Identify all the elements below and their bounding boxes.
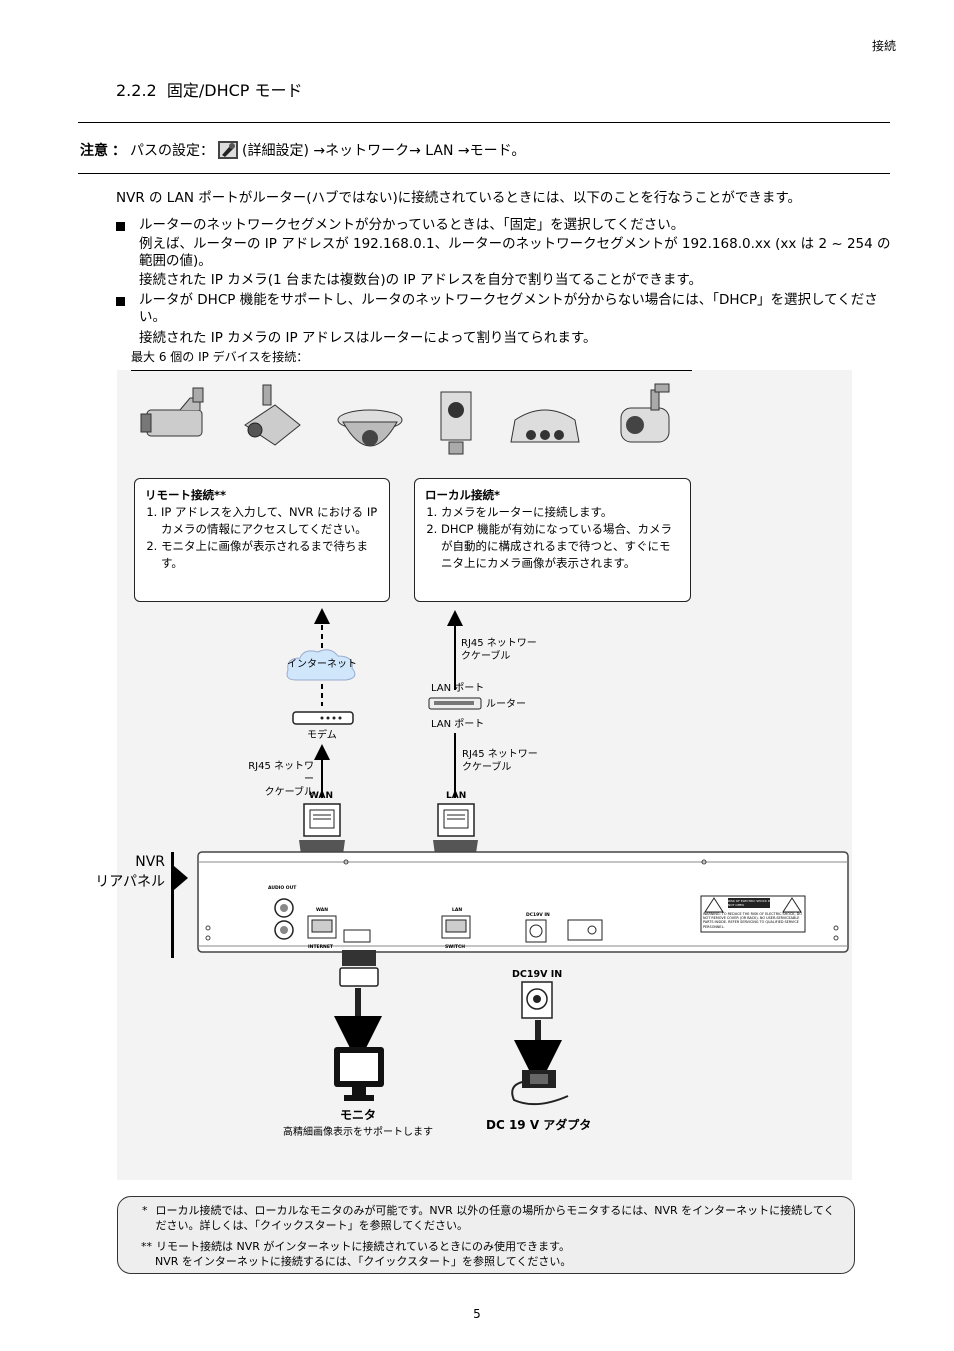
monitor-sublabel: 高精細画像表示をサポートします	[283, 1127, 433, 1138]
panel-lan-label: LAN	[452, 908, 463, 913]
bullet-1-line-2: 例えば、ルーターの IP アドレスが 192.168.0.1、ルーターのネットワ…	[139, 236, 891, 269]
local-step-2: DHCP 機能が有効になっている場合、カメラが自動的に構成されるまで待つと、すぐ…	[441, 521, 680, 572]
panel-warning-title: RISK OF ELECTRIC SHOCK DO NOT OPEN	[728, 899, 773, 907]
bullet-1-line-1: ルーターのネットワークセグメントが分かっているときは、「固定」を選択してください…	[139, 217, 685, 233]
panoramic-camera-icon	[510, 409, 580, 443]
lan-port-icon	[437, 803, 475, 837]
rule-bottom	[78, 173, 890, 174]
monitor-icon	[334, 1047, 384, 1101]
footnote-1-mark: *	[142, 1204, 148, 1217]
local-connection-box: ローカル接続* カメラをルーターに接続します。 DHCP 機能が有効になっている…	[414, 478, 691, 602]
adapter-label: DC 19 V アダプタ	[486, 1118, 592, 1132]
dome-camera-icon	[337, 409, 403, 447]
dc-jack-icon	[521, 981, 553, 1019]
note-path-prefix: パスの設定：	[130, 143, 214, 159]
remote-step-1: IP アドレスを入力して、NVR における IP カメラの情報にアクセスしてくだ…	[161, 504, 379, 538]
local-title: ローカル接続*	[425, 488, 501, 502]
panel-warning-text: WARNING: TO REDUCE THE RISK OF ELECTRIC …	[703, 912, 802, 929]
diagram-rule	[131, 370, 692, 371]
lan-port-top-label: LAN ポート	[431, 683, 485, 694]
rule-top	[78, 122, 890, 123]
hdmi-plug-icon	[339, 950, 379, 987]
panel-dc-label: DC19V IN	[526, 913, 550, 918]
lan-port-bottom-label: LAN ポート	[431, 719, 485, 730]
bullet-1: ルーターのネットワークセグメントが分かっているときは、「固定」を選択してください…	[139, 217, 891, 289]
note-line: 注意： パスの設定： (詳細設定) →ネットワーク→ LAN →モード。	[80, 140, 525, 160]
router-icon	[428, 697, 482, 710]
router-label: ルーター	[486, 699, 526, 710]
cable-label-wan: RJ45 ネットワー クケーブル	[248, 761, 314, 798]
remote-title: リモート接続**	[145, 488, 227, 502]
remote-step-2: モニタ上に画像が表示されるまで待ちます。	[161, 538, 379, 572]
bullet-camera-icon	[620, 383, 670, 443]
footnote-2-mark: **	[141, 1240, 152, 1253]
section-number: 2.2.2	[116, 81, 157, 100]
footnote-1-text: ローカル接続では、ローカルなモニタのみが可能です。NVR 以外の任意の場所からモ…	[155, 1204, 835, 1232]
pointer-triangle-icon	[174, 866, 188, 890]
modem-label: モデム	[307, 730, 337, 741]
local-step-1: カメラをルーターに接続します。	[441, 504, 680, 521]
nvr-rear-panel-label: NVR リアパネル	[95, 854, 165, 890]
remote-connection-box: リモート接続** IP アドレスを入力して、NVR における IP カメラの情報…	[134, 478, 390, 602]
wan-port-icon	[303, 803, 341, 837]
note-label: 注意	[80, 143, 108, 159]
footnote-2: ** リモート接続は NVR がインターネットに接続されているときにのみ使用でき…	[141, 1239, 842, 1254]
diagram-caption: 最大 6 個の IP デバイスを接続：	[131, 350, 309, 364]
bullet-camera-icon	[140, 387, 204, 437]
bullet-2-line-1: ルータが DHCP 機能をサポートし、ルータのネットワークセグメントが分からない…	[139, 292, 878, 325]
panel-switch-label: SWITCH	[445, 945, 466, 950]
wan-label: WAN	[309, 791, 334, 801]
panel-internet-label: INTERNET	[308, 945, 333, 950]
cable-label-lan: RJ45 ネットワー クケーブル	[462, 749, 538, 773]
bullet-marker	[116, 222, 125, 231]
footnote-2-line-1: リモート接続は NVR がインターネットに接続されているときにのみ使用できます。	[156, 1240, 570, 1253]
footnote-1: * ローカル接続では、ローカルなモニタのみが可能です。NVR 以外の任意の場所か…	[142, 1203, 842, 1233]
panel-wan-label: WAN	[316, 908, 329, 913]
internet-cloud-icon	[286, 649, 356, 681]
intro-paragraph: NVR の LAN ポートがルーター(ハブではない)に接続されているときには、以…	[116, 190, 802, 206]
bullet-2: ルータが DHCP 機能をサポートし、ルータのネットワークセグメントが分からない…	[139, 292, 891, 347]
section-heading: 2.2.2 固定/DHCP モード	[116, 77, 303, 101]
cable-label-top: RJ45 ネットワー クケーブル	[461, 638, 537, 662]
modem-icon	[292, 711, 354, 725]
cube-camera-icon	[440, 391, 472, 455]
nvr-bracket	[171, 852, 174, 958]
power-adapter-icon	[511, 1070, 569, 1106]
advanced-config-icon	[218, 141, 238, 159]
footnote-box: * ローカル接続では、ローカルなモニタのみが可能です。NVR 以外の任意の場所か…	[117, 1196, 855, 1274]
bullet-1-line-3: 接続された IP カメラ(1 台または複数台)の IP アドレスを自分で割り当て…	[139, 272, 702, 288]
bullet-marker	[116, 297, 125, 306]
panel-audio-out-label: AUDIO OUT	[268, 886, 297, 891]
section-title: 固定/DHCP モード	[166, 81, 303, 100]
internet-label: インターネット	[287, 659, 357, 670]
footnote-2-line-2: NVR をインターネットに接続するには、「クイックスタート」を参照してください。	[155, 1255, 572, 1268]
note-path-suffix: (詳細設定) →ネットワーク→ LAN →モード。	[242, 143, 526, 159]
ip-cameras	[140, 383, 670, 455]
dc-in-label: DC19V IN	[512, 969, 563, 980]
monitor-label: モニタ	[340, 1108, 377, 1122]
page-number: 5	[473, 1307, 481, 1321]
lan-label: LAN	[446, 791, 467, 801]
bullet-2-line-2: 接続された IP カメラの IP アドレスはルーターによって割り当てられます。	[139, 330, 597, 346]
box-camera-icon	[244, 384, 301, 446]
running-header: 接続	[871, 39, 896, 53]
nvr-rear-panel	[197, 851, 849, 953]
